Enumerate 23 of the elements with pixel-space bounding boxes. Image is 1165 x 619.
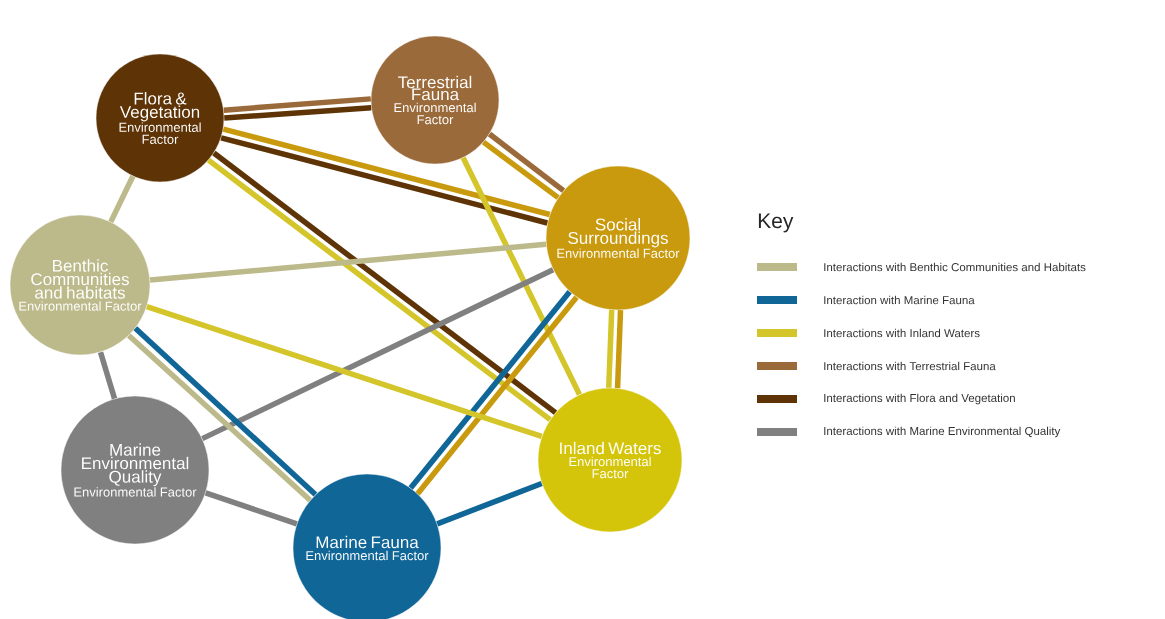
- legend-text: Interactions with Flora and Vegetation: [824, 393, 1015, 405]
- connector-line: [224, 105, 372, 121]
- connector-line: [436, 480, 543, 527]
- legend-text: Interaction with Marine Fauna: [824, 295, 975, 305]
- connector-line: [149, 241, 547, 283]
- legend-text: Interactions with Marine Environmental Quality: [824, 426, 1061, 438]
- legend-text: Interactions with Terrestrial Fauna: [824, 361, 996, 371]
- legend-text: Interactions with Inland Waters: [824, 328, 980, 338]
- connector-line: [481, 139, 560, 200]
- connector-line: [97, 351, 118, 400]
- connector-line: [606, 309, 615, 388]
- connector-line: [145, 304, 543, 440]
- legend-text: Interactions with Benthic Communities and Habitats: [824, 262, 1086, 272]
- connector-line: [223, 96, 371, 113]
- connector-line: [204, 490, 298, 527]
- connector-line: [108, 175, 136, 224]
- connector-line: [487, 131, 566, 193]
- legend-heading: Key: [758, 213, 794, 233]
- connector-line: [220, 135, 549, 226]
- connector-line: [201, 267, 555, 442]
- connector-line: [222, 126, 551, 218]
- connector-line: [614, 310, 624, 389]
- connector-line: [460, 156, 582, 396]
